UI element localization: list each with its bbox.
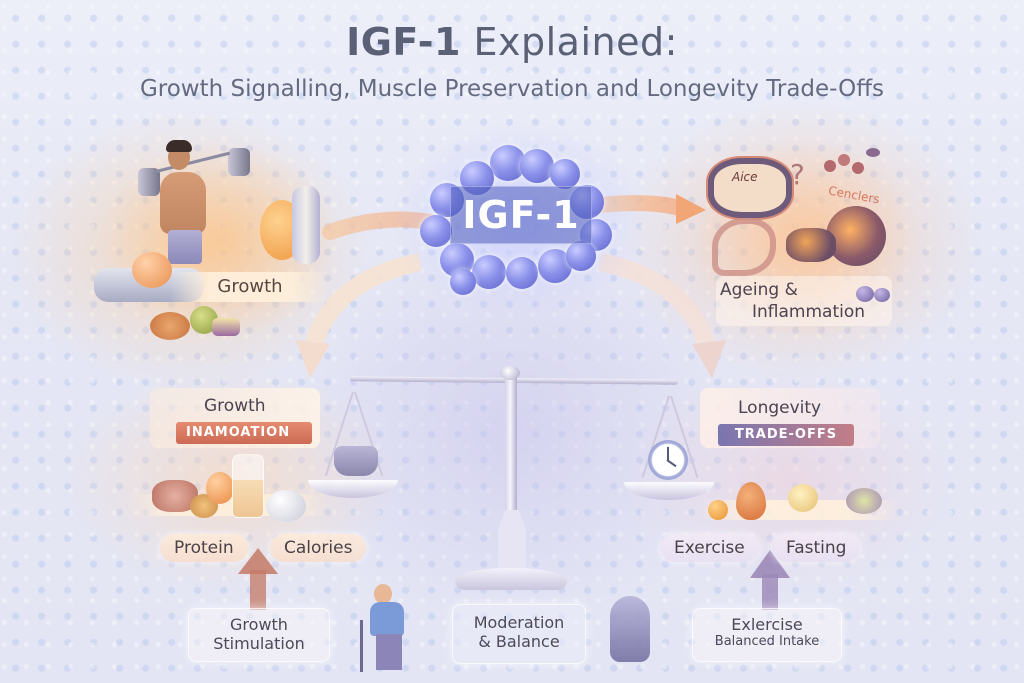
growth-stimulation-line2: Stimulation [213, 634, 305, 653]
page-title: IGF-1 Explained: [0, 20, 1024, 64]
longevity-pan-title: Longevity [738, 398, 822, 418]
moderation-balance-box: Moderation & Balance [452, 604, 586, 664]
tumor-icon [786, 228, 836, 262]
clock-icon [648, 440, 688, 480]
protein-pill: Protein [160, 534, 248, 562]
scale-pivot [500, 366, 520, 380]
orange-icon [708, 500, 728, 520]
exercise-pill: Exercise [660, 534, 759, 562]
growth-stimulation-box: Growth Stimulation [188, 608, 330, 662]
longevity-pan-badge: TRADE-OFFS [718, 424, 854, 446]
egg-icon-2 [206, 472, 234, 504]
moderation-line2: & Balance [478, 632, 560, 651]
title-rest: Explained: [460, 20, 678, 64]
egg-white-icon [266, 490, 306, 522]
exercise-balanced-box: Exlercise Balanced Intake [692, 608, 842, 662]
ageing-label-line2: Inflammation [752, 302, 866, 322]
berries-icon-2 [874, 288, 890, 302]
lemon-icon [788, 484, 818, 512]
right-pan [624, 482, 714, 500]
chromosome-icon [712, 218, 776, 276]
left-pan [308, 480, 398, 498]
exercise-box-line1: Exlercise [731, 615, 803, 634]
growth-stimulation-line1: Growth [230, 615, 288, 634]
cheese-icon [212, 318, 240, 336]
page-subtitle: Growth Signalling, Muscle Preservation a… [139, 76, 885, 102]
bone-icon [292, 186, 320, 264]
joint-bone-icon [610, 596, 650, 662]
growth-band: Growth [170, 272, 330, 302]
igf1-label: IGF-1 [450, 186, 592, 244]
nuts-icon [150, 312, 190, 340]
pear-icon [736, 482, 766, 520]
cancer-cell-icon [826, 206, 886, 266]
growth-pan-badge: INAMOATION [176, 422, 312, 444]
moderation-line1: Moderation [473, 613, 565, 632]
growth-pan-title: Growth [204, 396, 266, 416]
berries-icon [856, 286, 874, 302]
question-mark-icon: ? [790, 158, 805, 191]
cell-text: Aice [732, 170, 758, 184]
nutrient-pouch-icon [334, 446, 378, 476]
calories-pill: Calories [270, 534, 367, 562]
growth-label: Growth [217, 276, 283, 297]
nuts-icon-2 [846, 488, 882, 514]
ageing-label-line1: Ageing & [720, 280, 798, 300]
scale-base [455, 568, 567, 590]
title-bold: IGF-1 [346, 20, 461, 64]
exercise-box-line2: Balanced Intake [714, 634, 820, 649]
damaged-cell-icon [708, 158, 792, 218]
egg-icon [132, 252, 172, 288]
fasting-pill: Fasting [772, 534, 861, 562]
milk-bottle-icon [232, 454, 264, 518]
